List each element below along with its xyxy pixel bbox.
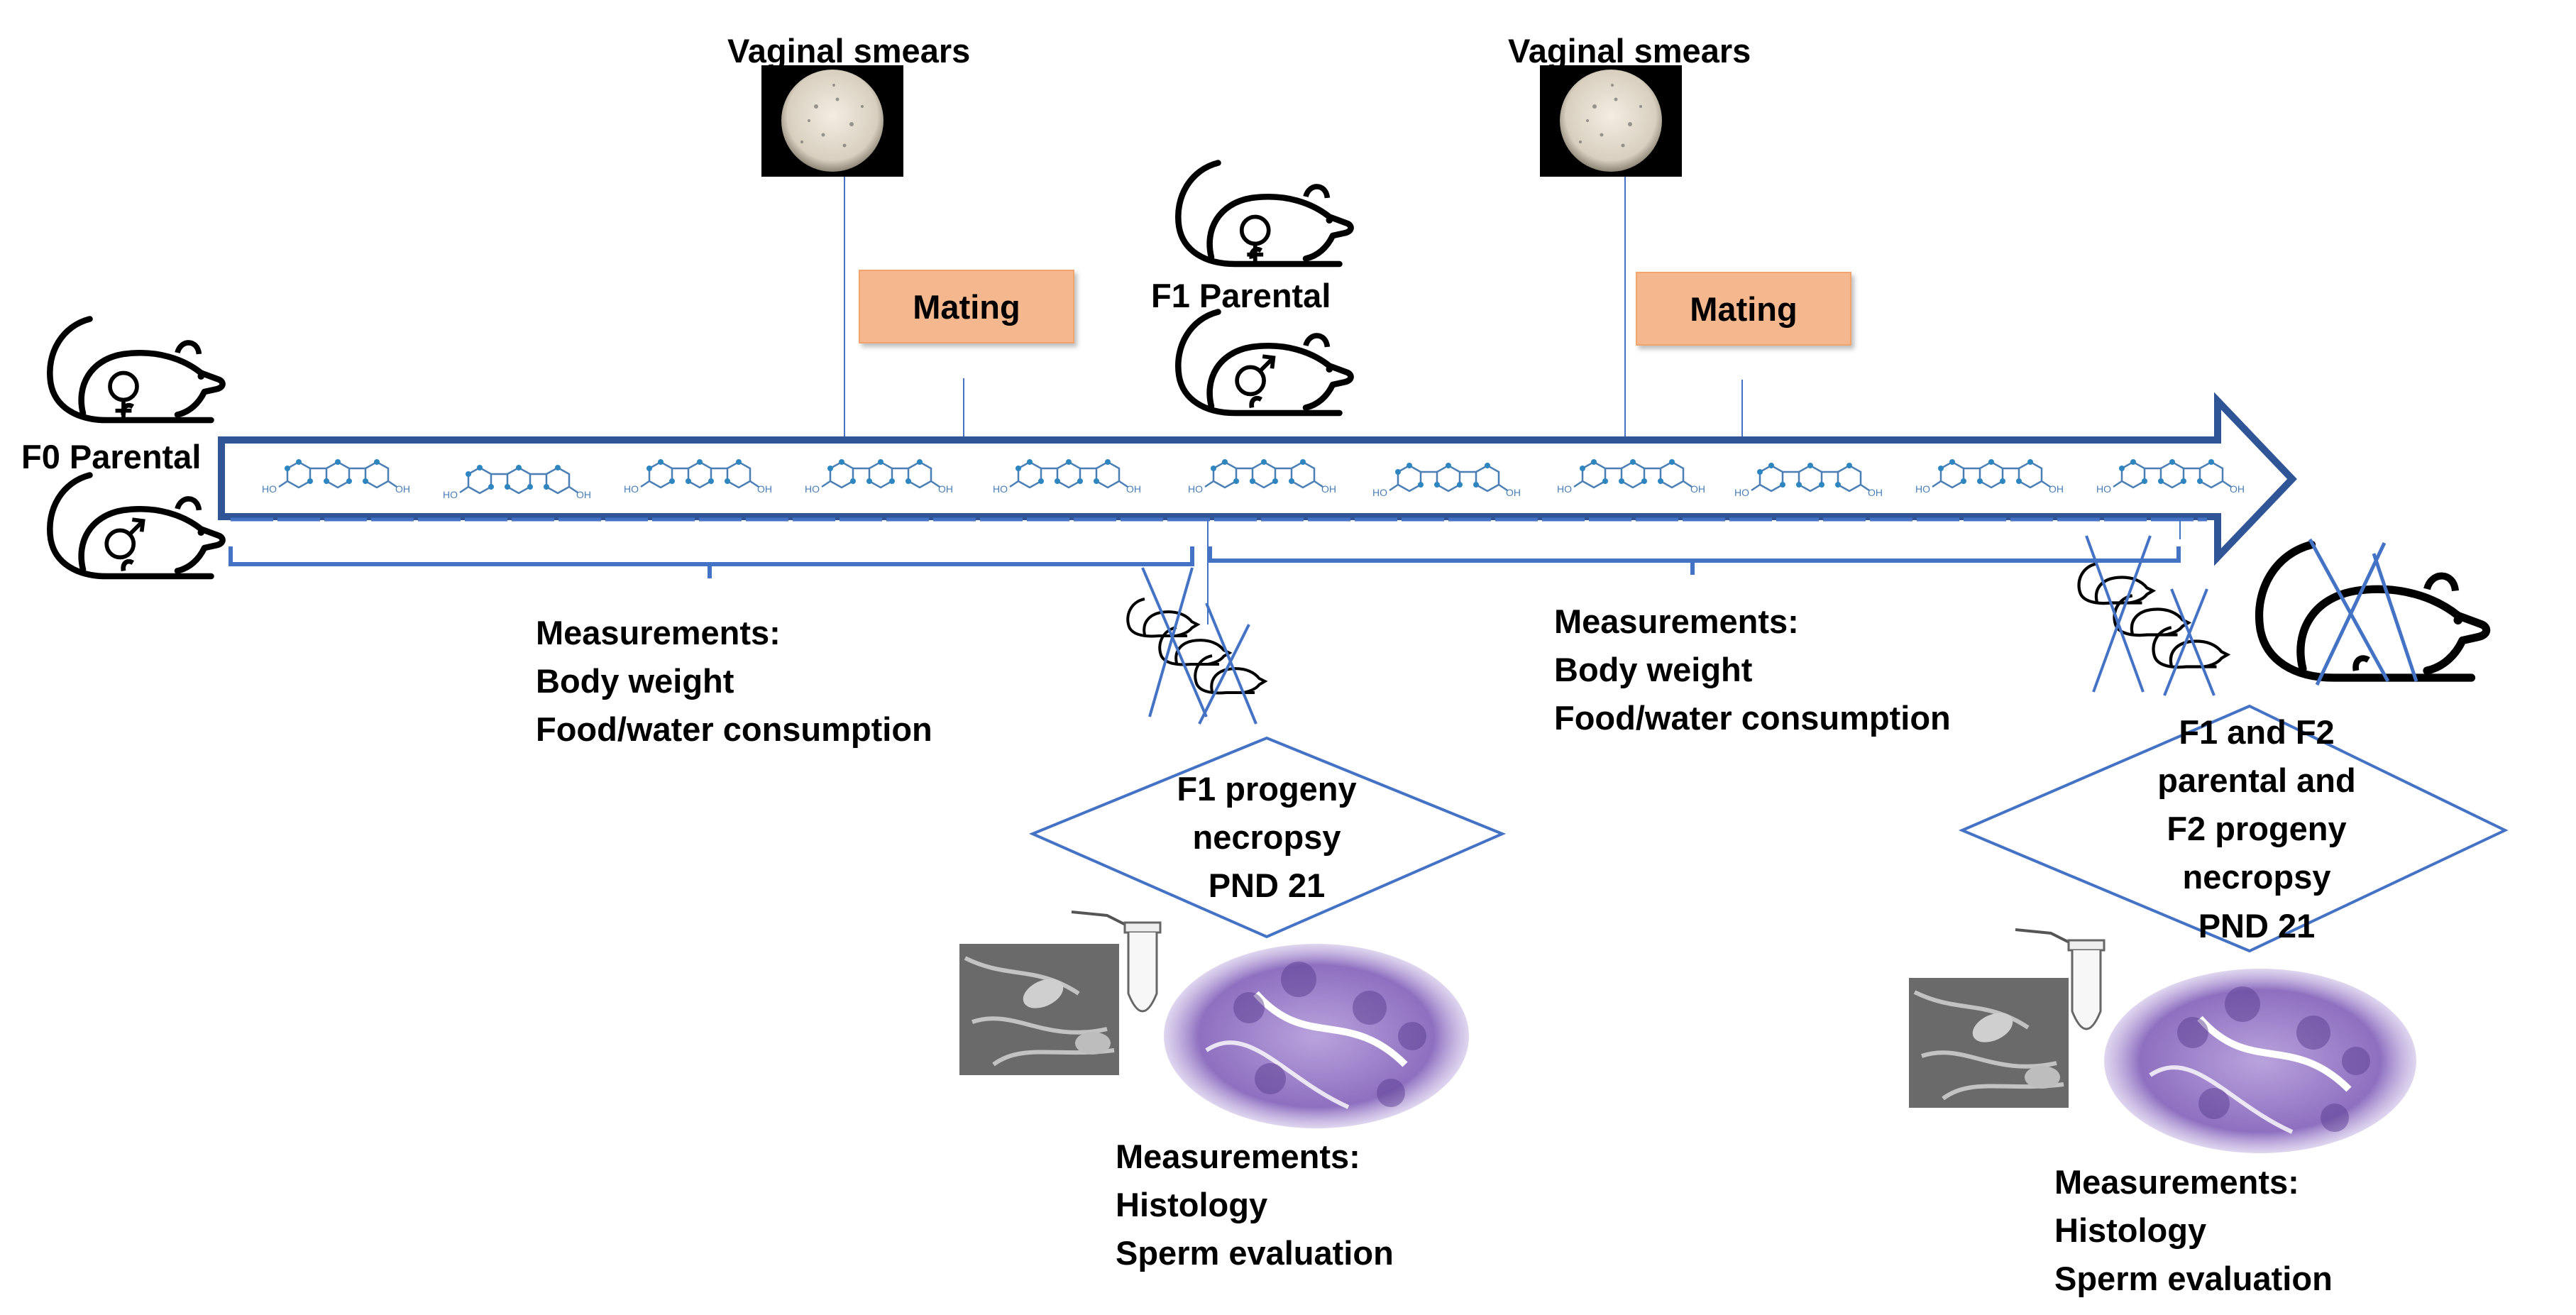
molecule-oh-label: OH [757, 483, 772, 495]
vaginal-smears-label-1: Vaginal smears [727, 32, 971, 70]
molecule-oh-label: OH [1126, 483, 1141, 495]
molecule-ho-label: HO [624, 483, 639, 495]
f1-female-mouse-icon [1178, 163, 1350, 265]
timeline-brackets [229, 546, 2181, 578]
molecule-ho-label: HO [1915, 483, 1930, 495]
molecule-ho-label: HO [2096, 483, 2111, 495]
adult-mouse-crossed-icon [2259, 538, 2487, 686]
molecule-ho-label: HO [443, 489, 458, 500]
f0-male-mouse-icon [50, 475, 222, 577]
measurement-item: Body weight [536, 662, 734, 700]
measurement-item: Sperm evaluation [1116, 1234, 1394, 1272]
f2-pups-crossed-icon [2079, 535, 2228, 696]
f1-male-mouse-icon [1178, 312, 1350, 414]
molecule-ho-label: HO [1372, 487, 1387, 498]
timeline-arrow [218, 392, 2297, 566]
vaginal-smears-label-2: Vaginal smears [1508, 32, 1751, 70]
mating-box-2: Mating [1636, 272, 1851, 346]
measurement-item: Histology [2054, 1211, 2207, 1250]
sample-tube-icon-2 [2015, 928, 2106, 1030]
measurement-item: Sperm evaluation [2054, 1260, 2333, 1298]
f2-necropsy-text: F1 and F2 parental and F2 progeny necrop… [2132, 708, 2381, 950]
f1-pups-crossed-icon [1128, 567, 1265, 725]
molecule-ho-label: HO [1557, 483, 1572, 495]
molecule-oh-label: OH [1506, 487, 1521, 498]
measurements-block-1: Measurements: Body weight Food/water con… [536, 609, 932, 754]
molecule-oh-label: OH [1690, 483, 1705, 495]
measurements-block-3: Measurements: Histology Sperm evaluation [1116, 1133, 1394, 1277]
sperm-micrograph-2 [1909, 978, 2069, 1108]
necropsy-line: F1 and F2 [2179, 713, 2335, 751]
measurement-item: Food/water consumption [536, 710, 932, 749]
f1-parental-label: F1 Parental [1151, 277, 1331, 314]
molecule-oh-label: OH [395, 483, 410, 495]
connector-lines [844, 177, 2181, 625]
histology-image-2 [2104, 969, 2416, 1153]
measurement-item: Histology [1116, 1186, 1268, 1224]
necropsy-line: F2 progeny [2167, 810, 2347, 848]
necropsy-line: F1 progeny [1177, 770, 1357, 808]
necropsy-line: parental and [2157, 761, 2356, 800]
measurement-item: Body weight [1554, 651, 1753, 689]
f2-necropsy-diamond [1958, 704, 2509, 953]
molecule-oh-label: OH [1321, 483, 1336, 495]
molecule-oh-label: OH [2230, 483, 2245, 495]
molecule-oh-label: OH [1868, 487, 1883, 498]
measurements-block-2: Measurements: Body weight Food/water con… [1554, 598, 1951, 742]
molecule-oh-label: OH [576, 489, 591, 500]
f1-necropsy-diamond [1028, 736, 1507, 939]
necropsy-line: PND 21 [1208, 866, 1326, 905]
measurements-title: Measurements: [2054, 1163, 2299, 1201]
molecule-oh-label: OH [938, 483, 953, 495]
molecule-ho-label: HO [993, 483, 1008, 495]
measurement-item: Food/water consumption [1554, 699, 1951, 737]
molecule-ho-label: HO [262, 483, 277, 495]
sperm-micrograph-1 [959, 944, 1119, 1075]
f1-necropsy-text: F1 progeny necropsy PND 21 [1160, 765, 1373, 910]
f0-parental-label: F0 Parental [21, 438, 202, 475]
necropsy-line: necropsy [2182, 858, 2331, 896]
molecule-ho-label: HO [805, 483, 820, 495]
mating-box-1: Mating [859, 270, 1074, 343]
sample-tube-icon-1 [1071, 910, 1162, 1013]
vaginal-smear-image-1 [761, 65, 903, 177]
molecule-oh-label: OH [2049, 483, 2064, 495]
molecule-ho-label: HO [1734, 487, 1749, 498]
necropsy-line: necropsy [1192, 818, 1341, 857]
measurements-block-4: Measurements: Histology Sperm evaluation [2054, 1158, 2333, 1303]
measurements-title: Measurements: [1116, 1138, 1360, 1175]
vaginal-smear-image-2 [1540, 65, 1682, 177]
measurements-title: Measurements: [1554, 603, 1799, 640]
necropsy-line: PND 21 [2198, 906, 2316, 945]
measurements-title: Measurements: [536, 614, 781, 651]
histology-image-1 [1164, 944, 1469, 1128]
molecule-ho-label: HO [1188, 483, 1203, 495]
f0-female-mouse-icon [50, 319, 222, 421]
